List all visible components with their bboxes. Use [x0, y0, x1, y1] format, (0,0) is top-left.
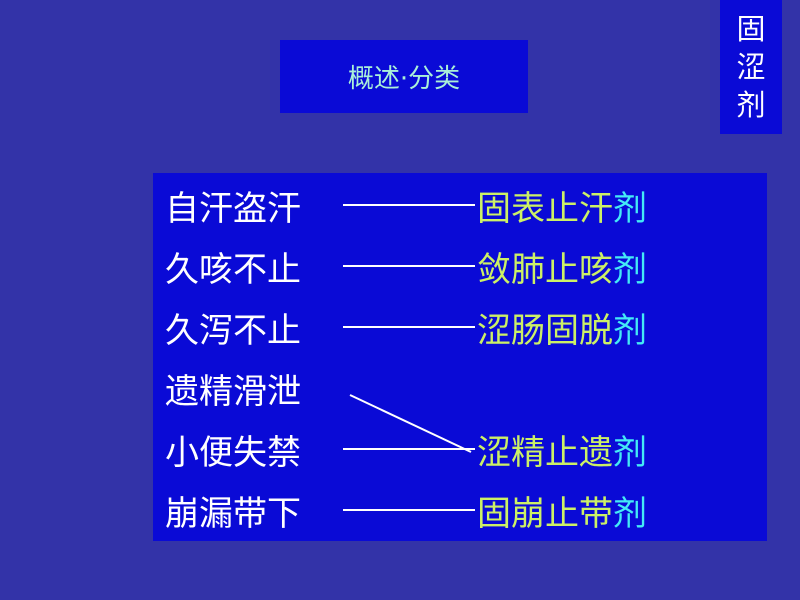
formula-category: 固崩止带剂: [477, 493, 647, 534]
side-label-char-1: 固: [736, 12, 766, 46]
formula-category: 固表止汗剂: [477, 188, 647, 229]
classification-row: 久咳不止 敛肺止咳剂: [165, 236, 647, 296]
side-label-char-3: 剂: [736, 88, 766, 122]
side-label-box: 固 涩 剂: [720, 0, 782, 134]
symptom-label: 久咳不止: [165, 249, 301, 290]
classification-row: 自汗盗汗 固表止汗剂: [165, 175, 647, 235]
formula-category: 涩精止遗剂: [477, 432, 647, 473]
symptom-label: 崩漏带下: [165, 493, 301, 534]
symptom-label: 久泻不止: [165, 310, 301, 351]
classification-panel: 自汗盗汗 固表止汗剂 久咳不止 敛肺止咳剂 久泻不止 涩肠固脱剂 遗精滑泄 小便…: [153, 173, 767, 541]
symptom-label: 遗精滑泄: [165, 371, 301, 412]
connector-line: [343, 509, 475, 511]
classification-row: 小便失禁 涩精止遗剂: [165, 419, 647, 479]
side-label-char-2: 涩: [736, 50, 766, 84]
connector-line: [343, 204, 475, 206]
slide-title: 概述·分类: [347, 64, 461, 94]
slide-title-box: 概述·分类: [280, 40, 528, 113]
diagonal-connector: [349, 394, 472, 453]
connector-line: [343, 265, 475, 267]
classification-row: 久泻不止 涩肠固脱剂: [165, 297, 647, 357]
classification-row: 崩漏带下 固崩止带剂: [165, 480, 647, 540]
symptom-label: 自汗盗汗: [165, 188, 301, 229]
symptom-label: 小便失禁: [165, 432, 301, 473]
connector-line: [343, 448, 475, 450]
formula-category: 涩肠固脱剂: [477, 310, 647, 351]
classification-row: 遗精滑泄: [165, 358, 341, 418]
formula-category: 敛肺止咳剂: [477, 249, 647, 290]
connector-line: [343, 326, 475, 328]
